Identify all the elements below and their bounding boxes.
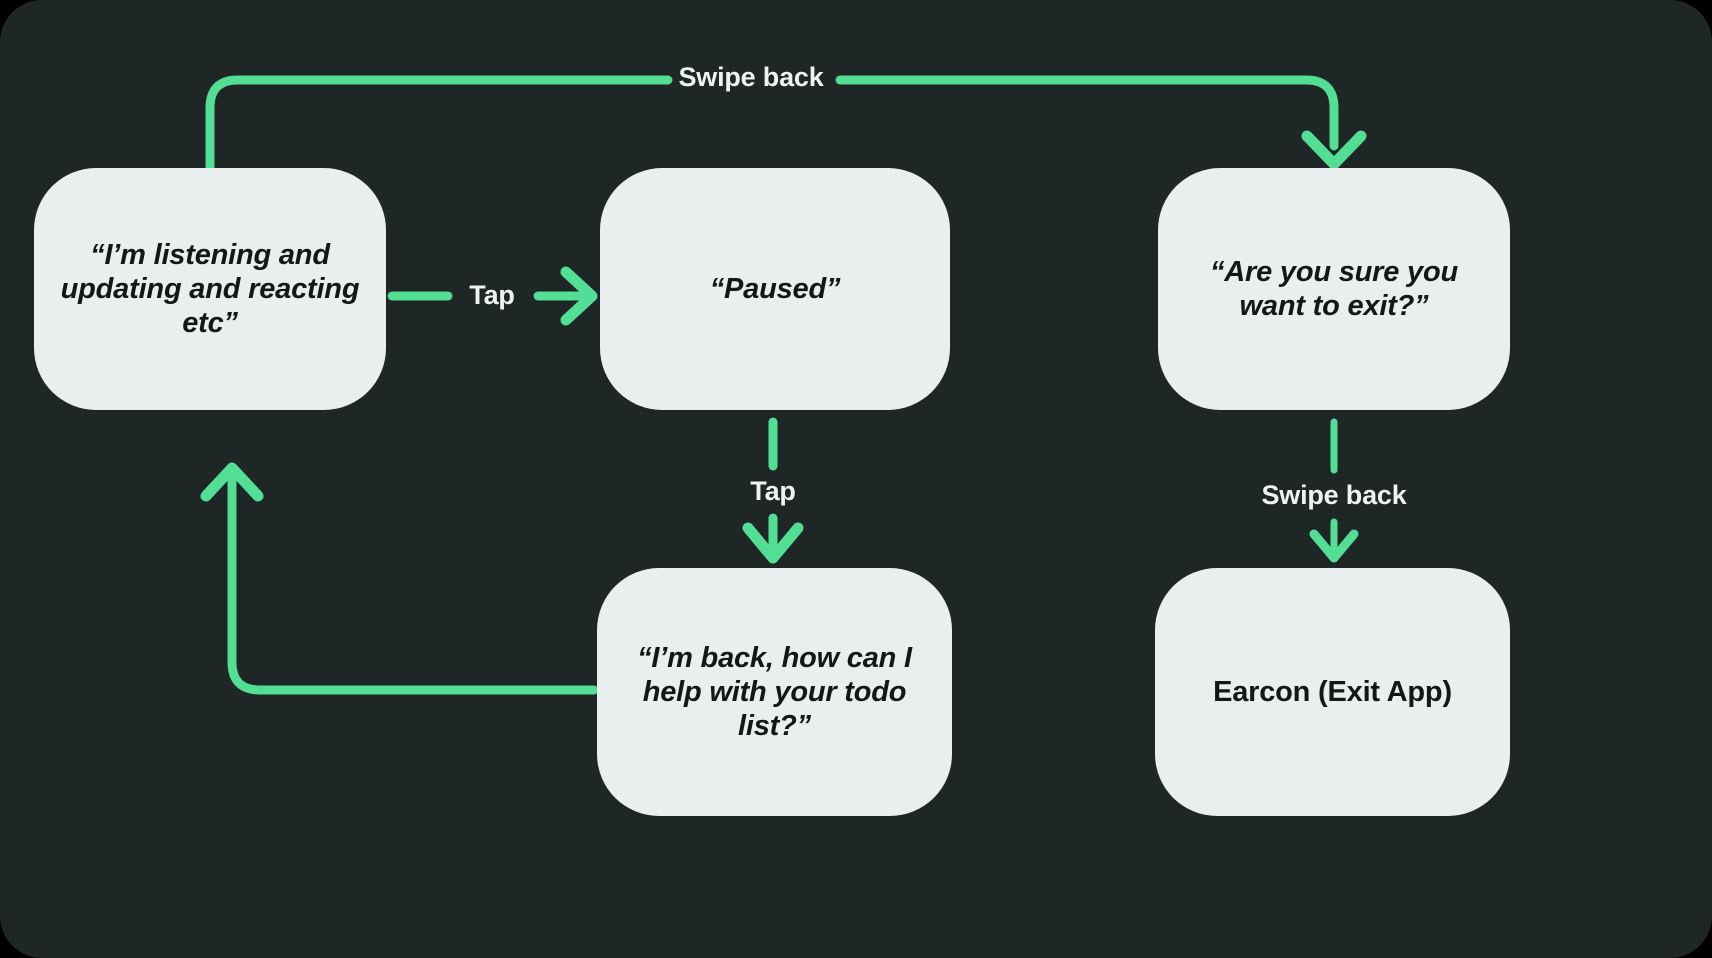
- edge-listening-to-exit-arrowhead: [1301, 130, 1367, 170]
- node-earcon-exit-app[interactable]: Earcon (Exit App): [1155, 568, 1510, 816]
- edge-paused-to-back-arrowhead: [742, 522, 804, 564]
- node-earcon-label: Earcon (Exit App): [1213, 675, 1452, 708]
- edge-label-tap-horizontal: Tap: [469, 280, 515, 310]
- edge-label-swipe-back-top: Swipe back: [678, 62, 824, 92]
- edge-listening-to-exit-right-segment: [835, 75, 1339, 151]
- node-are-you-sure-exit[interactable]: “Are you sure you want to exit?”: [1158, 168, 1510, 410]
- node-listening[interactable]: “I’m listening and updating and reacting…: [34, 168, 386, 410]
- node-back-label: “I’m back, how can I help with your todo…: [637, 641, 912, 743]
- edge-back-to-listening-path: [227, 465, 599, 695]
- edge-label-swipe-back-vertical: Swipe back: [1261, 480, 1407, 510]
- node-im-back[interactable]: “I’m back, how can I help with your todo…: [597, 568, 952, 816]
- edge-exit-to-earcon-arrowhead: [1309, 529, 1359, 563]
- edge-listening-to-paused-arrowhead: [560, 266, 598, 326]
- edge-back-to-listening-arrowhead: [200, 462, 264, 502]
- node-exit-label: “Are you sure you want to exit?”: [1210, 255, 1458, 322]
- node-listening-label: “I’m listening and updating and reacting…: [60, 238, 360, 340]
- node-paused[interactable]: “Paused”: [600, 168, 950, 410]
- edge-label-tap-vertical: Tap: [750, 476, 796, 506]
- node-paused-label: “Paused”: [709, 272, 841, 305]
- edge-listening-to-exit-left-segment: [205, 75, 673, 173]
